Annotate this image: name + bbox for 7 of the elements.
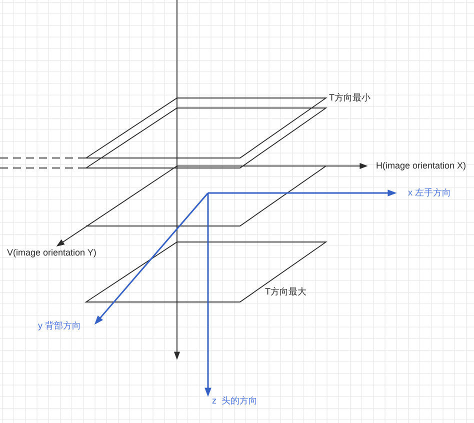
axis-label: z 头的方向	[212, 396, 258, 406]
axis-label: V(image orientation Y)	[7, 248, 96, 258]
plane-label: T方向最大	[265, 286, 306, 298]
plane-label: T方向最小	[329, 92, 370, 104]
axis-label: y 背部方向	[38, 320, 82, 332]
axis-label: H(image orientation X)	[376, 160, 466, 172]
axis-label: x 左手方向	[408, 188, 452, 198]
